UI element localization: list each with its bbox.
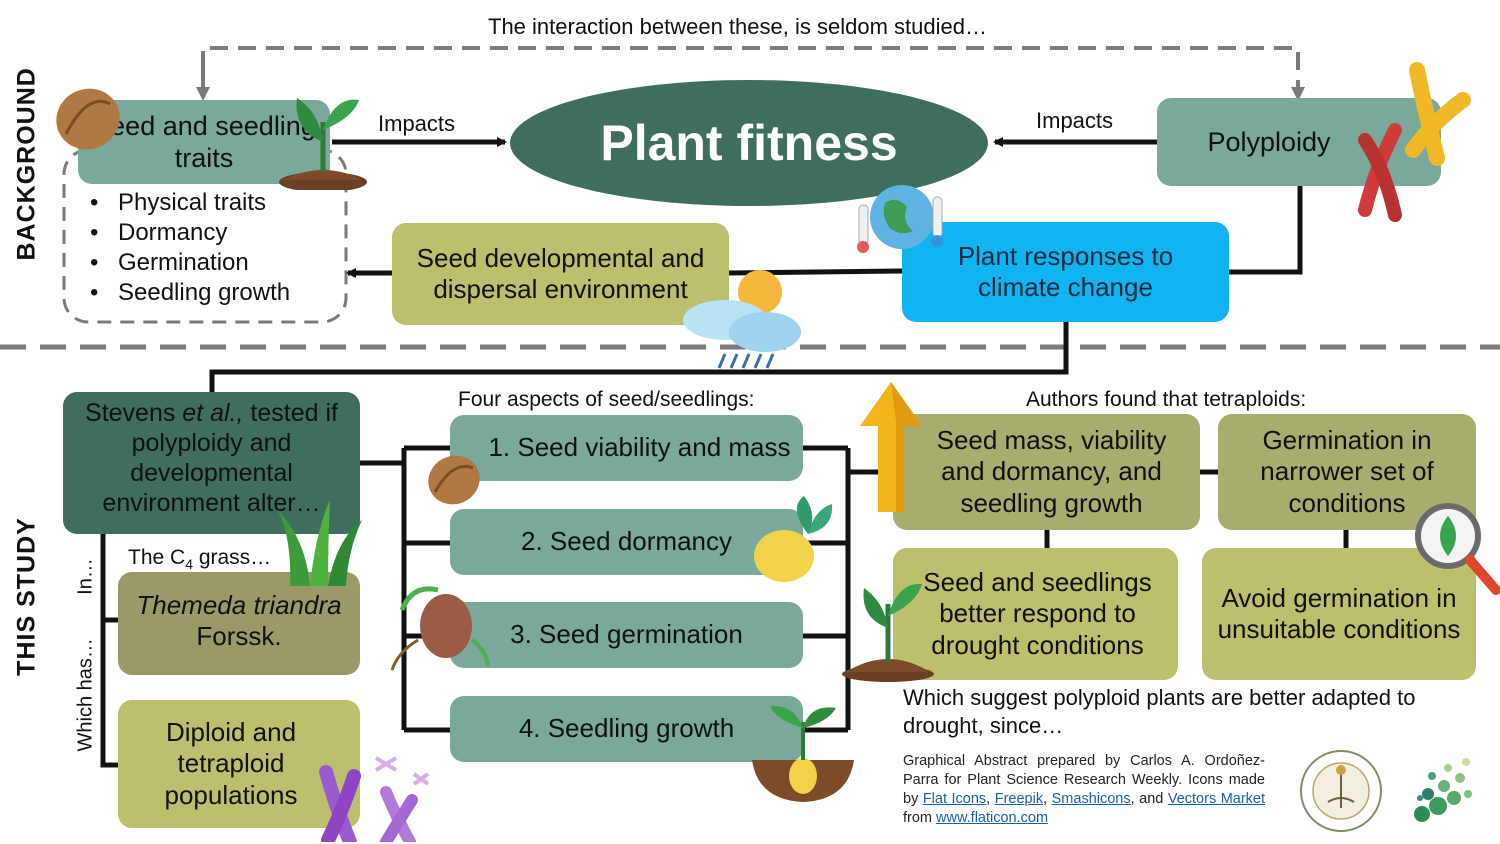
c4-grass-label: The C4 grass… (128, 546, 271, 572)
traits-list: Physical traits Dormancy Germination See… (80, 188, 290, 308)
chromosome-icon (1358, 62, 1471, 222)
aspect-box: 2. Seed dormancy (450, 509, 803, 575)
finding-box: Avoid germination in unsuitable conditio… (1202, 548, 1476, 680)
finding-box: Seed and seedlings better respond to dro… (893, 548, 1178, 680)
up-arrow-icon (860, 382, 922, 512)
freepik-link[interactable]: Freepik (994, 791, 1044, 807)
stevens-italic: et al., (182, 399, 244, 427)
findings-title: Authors found that tetraploids: (1026, 388, 1307, 411)
seed-traits-box: Seed and seedling traits (78, 100, 330, 184)
seedling-icon (279, 98, 367, 190)
c4-prefix: The C (128, 546, 186, 569)
germinating-seed-icon (390, 586, 490, 671)
in-label: In… (74, 558, 97, 595)
aspect-box: 1. Seed viability and mass (450, 415, 803, 481)
magnifier-icon (1415, 503, 1500, 595)
seed-small-icon (428, 455, 480, 505)
trait-item: Dormancy (80, 218, 290, 248)
trait-item: Germination (80, 248, 290, 278)
c4-subscript: 4 (185, 556, 193, 573)
credits-text: Graphical Abstract prepared by Carlos A.… (903, 752, 1265, 828)
dormant-seed-icon (754, 496, 833, 582)
society-seal-logo (1300, 750, 1382, 832)
themeda-italic: Themeda triandra (136, 590, 342, 620)
credits-sep-1: , (986, 791, 995, 807)
chromosome-purple-icon (319, 756, 430, 842)
flaticon-link[interactable]: www.flaticon.com (936, 810, 1049, 826)
stevens-prefix: Stevens (85, 399, 183, 427)
conclusion-text: Which suggest polyploid plants are bette… (903, 685, 1416, 738)
seed-environment-box: Seed developmental and dispersal environ… (392, 223, 729, 325)
aspect-box: 4. Seedling growth (450, 696, 803, 762)
themeda-rest: Forssk. (196, 621, 282, 652)
populations-box: Diploid and tetraploid populations (118, 700, 360, 828)
background-section-label: BACKGROUND (12, 67, 41, 261)
top-note: The interaction between these, is seldom… (488, 14, 987, 39)
grass-icon (278, 500, 362, 586)
credits-text-2: from (903, 810, 937, 826)
stevens-rest: tested if polyploidy and developmental e… (102, 399, 338, 517)
themeda-box: Themeda triandra Forssk. (118, 572, 360, 675)
aspect-box: 3. Seed germination (450, 602, 803, 668)
plant-fitness-ellipse: Plant fitness (510, 80, 988, 206)
finding-box: Germination in narrower set of condition… (1218, 414, 1476, 530)
vectors-market-link[interactable]: Vectors Market (1167, 791, 1266, 807)
globe-thermometer-icon (857, 185, 943, 253)
impacts-label-left: Impacts (378, 111, 456, 136)
weather-icon (683, 270, 801, 369)
climate-change-box: Plant responses to climate change (902, 222, 1229, 322)
impacts-label-right: Impacts (1036, 108, 1114, 133)
seed-icon (56, 88, 120, 150)
trait-item: Physical traits (80, 188, 290, 218)
seedling-growth-icon (752, 705, 854, 802)
finding-box: Seed mass, viability and dormancy, and s… (893, 414, 1200, 530)
credits-sep-2: , (1043, 791, 1052, 807)
flat-icons-link[interactable]: Flat Icons (922, 791, 987, 807)
which-has-label: Which has… (74, 638, 97, 752)
aspects-title: Four aspects of seed/seedlings: (458, 388, 755, 411)
credits-text-1: Graphical Abstract prepared by Carlos A.… (903, 753, 1265, 807)
this-study-section-label: THIS STUDY (12, 517, 41, 676)
c4-suffix: grass… (192, 546, 272, 569)
credits-sep-3: , and (1130, 791, 1168, 807)
dots-logo (1414, 758, 1472, 822)
trait-item: Seedling growth (80, 278, 290, 308)
sprout-icon (842, 583, 934, 682)
smashicons-link[interactable]: Smashicons (1051, 791, 1131, 807)
stevens-box: Stevens et al., tested if polyploidy and… (63, 392, 360, 534)
